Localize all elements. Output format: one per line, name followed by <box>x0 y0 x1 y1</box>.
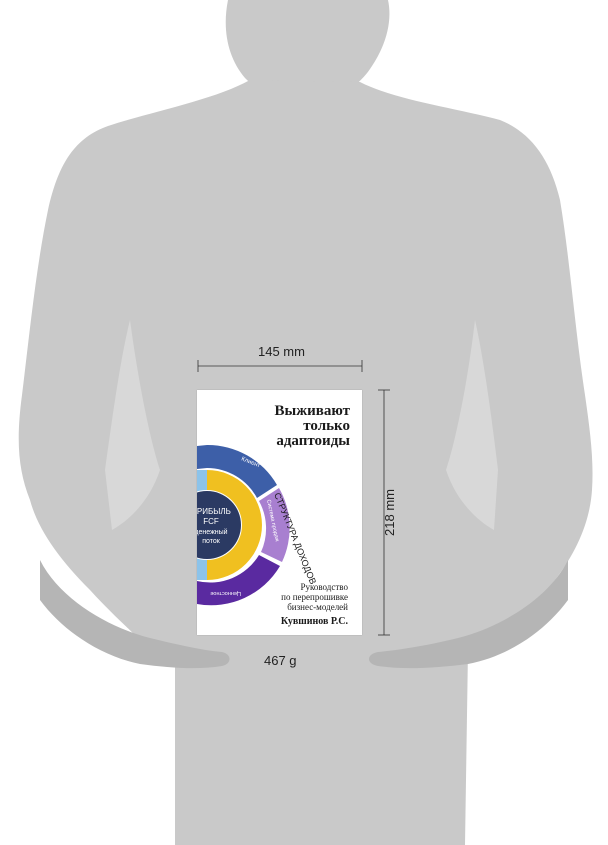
silhouette-left-hand <box>40 560 230 669</box>
center-profit-circle <box>197 491 241 559</box>
outer-segment-top-left <box>197 445 207 469</box>
outer-segment-sales <box>259 488 290 562</box>
center-line-flow: поток <box>202 538 221 545</box>
height-dimension-label: 218 mm <box>381 489 397 536</box>
width-dimension-label: 145 mm <box>258 344 305 359</box>
book-title: Выживают только адаптоиды <box>275 404 350 449</box>
book-cover: Клиент Система продаж Ценностное СТРУКТУ… <box>197 390 362 635</box>
silhouette-head <box>225 0 390 98</box>
book-subtitle: Руководство по перепрошивке бизнес-модел… <box>281 582 348 612</box>
inner-ring-revenue-structure <box>207 470 262 580</box>
center-line-fcf: FCF <box>203 517 219 526</box>
business-model-diagram: Клиент Система продаж Ценностное СТРУКТУ… <box>197 444 318 606</box>
center-line-profit: ПРИБЫЛЬ <box>197 507 231 516</box>
center-line-cash: денежный <box>197 528 228 536</box>
book-title-line: адаптоиды <box>276 433 350 449</box>
outer-segment-value <box>197 555 280 606</box>
book-subtitle-line: по перепрошивке <box>281 592 348 602</box>
silhouette-right-hand <box>369 560 568 669</box>
silhouette-arm-gap-right <box>446 320 498 530</box>
silhouette-arm-gap-left <box>105 320 160 530</box>
weight-label: 467 g <box>264 653 297 668</box>
book-title-line: только <box>303 418 350 434</box>
outer-label-value: Ценностное <box>210 590 241 596</box>
inner-ring-light-blue <box>197 470 207 580</box>
book-author: Кувшинов Р.С. <box>280 616 348 627</box>
book-subtitle-line: Руководство <box>300 582 348 592</box>
outer-segment-client <box>207 444 277 498</box>
book-title-line: Выживают <box>274 403 350 419</box>
book-subtitle-line: бизнес-моделей <box>287 602 348 612</box>
